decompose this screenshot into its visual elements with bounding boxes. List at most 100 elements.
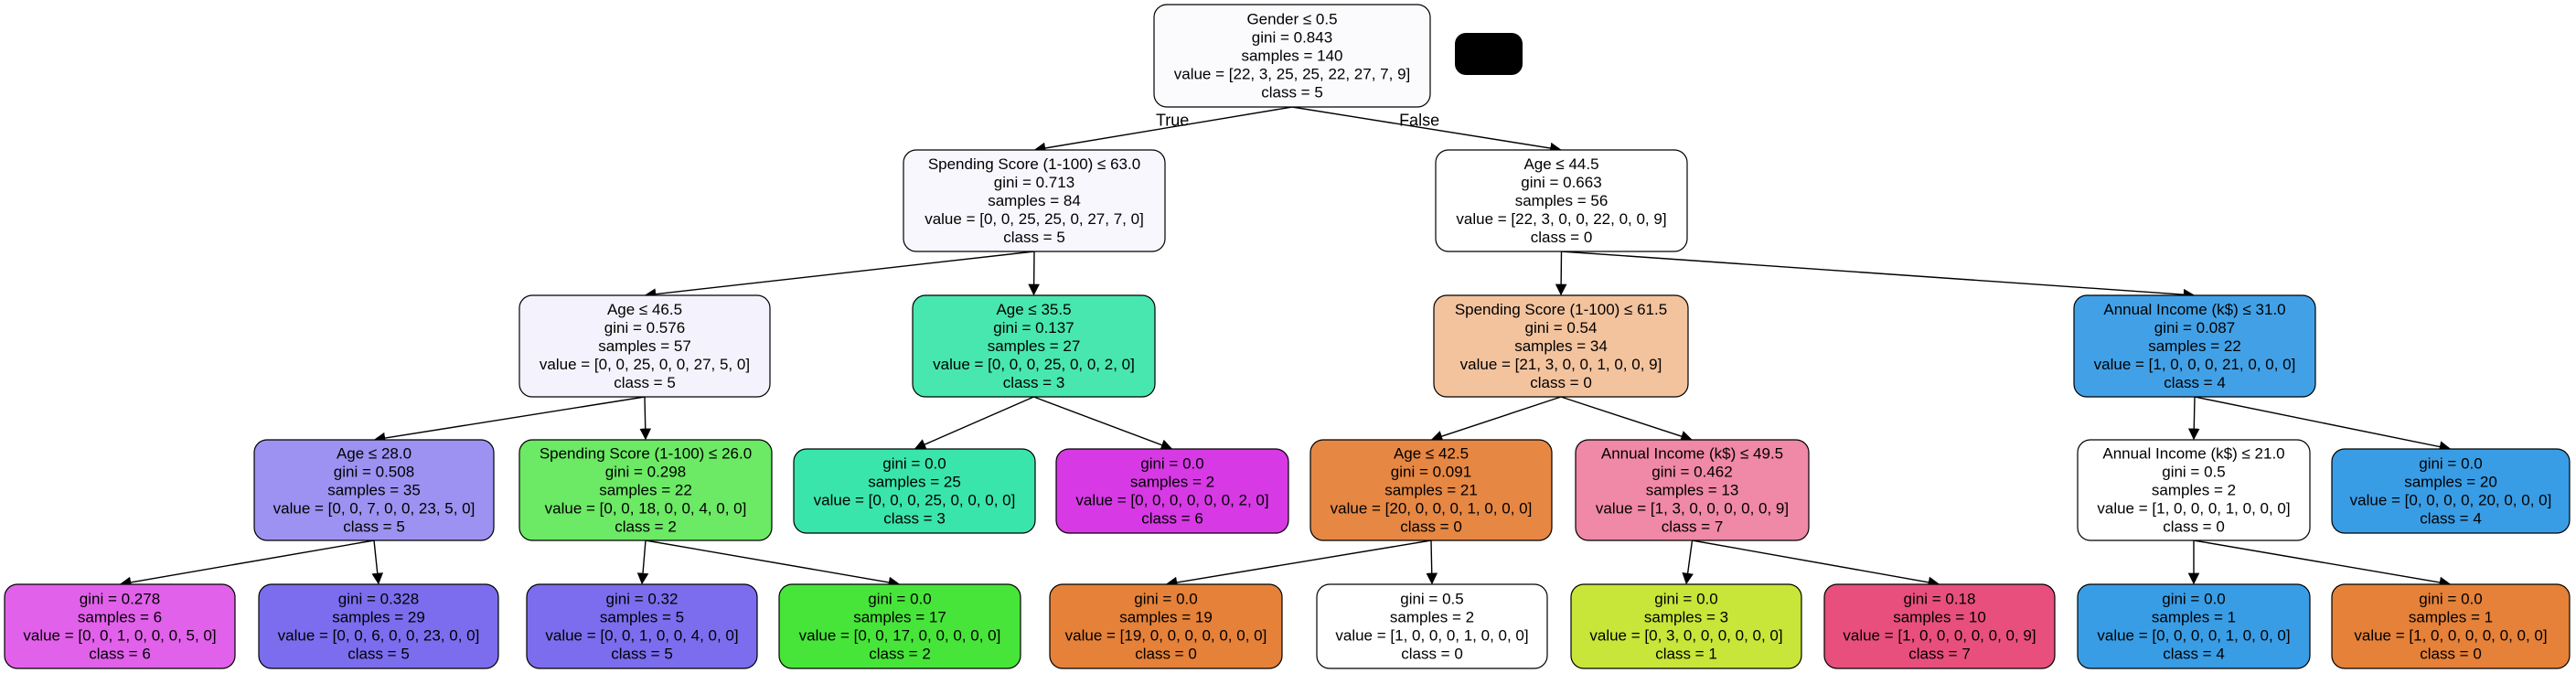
node-line: samples = 13 <box>1646 482 1739 499</box>
node-line: gini = 0.5 <box>1400 591 1463 608</box>
node-line: class = 7 <box>1908 646 1971 663</box>
node-line: class = 0 <box>1531 229 1593 246</box>
node-line: gini = 0.0 <box>1140 455 1203 473</box>
tree-edge <box>1033 396 1173 451</box>
node-line: class = 0 <box>1530 374 1592 391</box>
node-line: gini = 0.091 <box>1391 464 1471 481</box>
node-line: gini = 0.087 <box>2154 319 2235 336</box>
node-line: gini = 0.0 <box>1134 591 1197 608</box>
tree-edge <box>644 251 1035 300</box>
node-line: value = [1, 0, 0, 0, 1, 0, 0, 0] <box>2097 500 2290 518</box>
node-line: samples = 1 <box>2409 609 2493 626</box>
node-line: class = 2 <box>869 646 931 663</box>
node-line: samples = 57 <box>598 337 691 355</box>
node-line: class = 1 <box>1655 646 1717 663</box>
node-line: Age ≤ 42.5 <box>1394 445 1469 463</box>
node-line: Age ≤ 35.5 <box>996 301 1071 318</box>
node-line: value = [0, 0, 0, 25, 0, 0, 2, 0] <box>933 356 1135 373</box>
node-line: value = [19, 0, 0, 0, 0, 0, 0, 0] <box>1065 627 1267 645</box>
node-line: class = 0 <box>1400 518 1462 536</box>
tree-edge <box>639 396 652 441</box>
node-line: Annual Income (k$) ≤ 49.5 <box>1601 445 1783 463</box>
node-line: Age ≤ 28.0 <box>337 445 412 463</box>
node-line: class = 2 <box>615 518 677 536</box>
node-box <box>1435 149 1688 252</box>
node-line: value = [1, 0, 0, 0, 21, 0, 0, 0] <box>2094 356 2296 373</box>
node-line: class = 5 <box>611 646 673 663</box>
node-box <box>1309 439 1553 541</box>
node-line: value = [0, 0, 0, 25, 0, 0, 0, 0] <box>814 492 1016 509</box>
node-line: gini = 0.663 <box>1521 174 1601 191</box>
tree-edge <box>914 396 1034 450</box>
node-line: Annual Income (k$) ≤ 21.0 <box>2102 445 2284 463</box>
node-line: gini = 0.0 <box>882 455 946 473</box>
node-line: samples = 1 <box>2152 609 2236 626</box>
tree-edge <box>1561 251 2196 301</box>
node-line: class = 0 <box>1135 646 1197 663</box>
node-line: class = 3 <box>883 510 946 528</box>
node-line: value = [0, 0, 1, 0, 0, 4, 0, 0] <box>545 627 738 645</box>
node-line: value = [21, 3, 0, 0, 1, 0, 0, 9] <box>1460 356 1662 373</box>
node-line: gini = 0.5 <box>2162 464 2225 481</box>
node-line: value = [1, 0, 0, 0, 1, 0, 0, 0] <box>1335 627 1528 645</box>
node-box <box>253 439 495 541</box>
node-line: samples = 35 <box>327 482 421 499</box>
node-line: Spending Score (1-100) ≤ 61.5 <box>1455 301 1667 318</box>
node-line: gini = 0.137 <box>993 319 1074 336</box>
node-line: value = [0, 3, 0, 0, 0, 0, 0, 0] <box>1589 627 1782 645</box>
node-box <box>793 448 1036 534</box>
node-line: gini = 0.0 <box>868 591 931 608</box>
tree-edge <box>1692 539 1940 589</box>
tree-edge <box>2193 539 2452 589</box>
node-line: value = [1, 0, 0, 0, 0, 0, 0, 0] <box>2354 627 2547 645</box>
node-line: gini = 0.0 <box>2419 455 2482 473</box>
tree-edge <box>1430 396 1562 443</box>
node-line: class = 6 <box>1141 510 1203 528</box>
node-box <box>4 583 236 669</box>
edge-label: False <box>1399 111 1439 129</box>
node-line: gini = 0.0 <box>2162 591 2225 608</box>
node-line: gini = 0.298 <box>605 464 686 481</box>
node-line: samples = 84 <box>988 192 1081 209</box>
node-line: samples = 3 <box>1644 609 1728 626</box>
node-box <box>2077 439 2311 541</box>
node-box <box>1575 439 1810 541</box>
node-line: samples = 29 <box>332 609 425 626</box>
node-box <box>778 583 1021 669</box>
node-box <box>526 583 758 669</box>
node-box <box>2331 583 2571 669</box>
node-line: class = 0 <box>2163 518 2225 536</box>
node-line: gini = 0.278 <box>80 591 160 608</box>
node-box <box>912 294 1156 398</box>
node-line: samples = 17 <box>853 609 946 626</box>
node-line: value = [20, 0, 0, 0, 1, 0, 0, 0] <box>1331 500 1533 518</box>
node-line: samples = 20 <box>2404 474 2497 491</box>
node-line: value = [0, 0, 7, 0, 0, 23, 5, 0] <box>273 500 476 518</box>
tree-edge <box>636 539 649 585</box>
node-line: value = [22, 3, 25, 25, 22, 27, 7, 9] <box>1174 66 1411 83</box>
edge-label: True <box>1156 111 1189 129</box>
node-line: class = 0 <box>2420 646 2482 663</box>
node-line: gini = 0.508 <box>334 464 414 481</box>
node-box <box>2073 294 2316 398</box>
node-line: Age ≤ 46.5 <box>607 301 682 318</box>
node-line: Annual Income (k$) ≤ 31.0 <box>2103 301 2285 318</box>
node-line: gini = 0.54 <box>1525 319 1598 336</box>
node-line: samples = 140 <box>1241 48 1342 65</box>
tree-edge <box>645 539 901 589</box>
node-box <box>518 294 771 398</box>
node-box <box>2331 448 2571 534</box>
node-line: value = [22, 3, 0, 0, 22, 0, 0, 9] <box>1456 210 1666 228</box>
